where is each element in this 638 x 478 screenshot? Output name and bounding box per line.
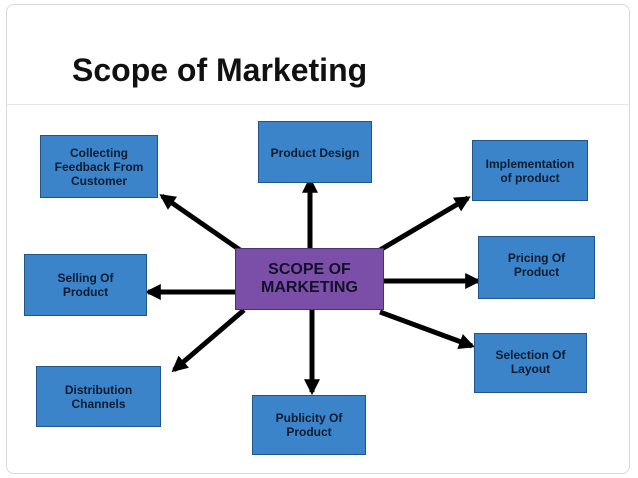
title-divider: [6, 104, 630, 105]
slide-title: Scope of Marketing: [72, 52, 368, 88]
arrow-to-selection: [379, 309, 476, 350]
node-selling: Selling Of Product: [24, 254, 147, 316]
node-distribution: Distribution Channels: [36, 366, 161, 427]
node-publicity: Publicity Of Product: [252, 395, 366, 455]
node-pricing: Pricing Of Product: [478, 236, 595, 299]
node-product-design: Product Design: [258, 121, 372, 183]
arrow-to-collecting-feedback: [159, 193, 242, 253]
slide-frame: [6, 4, 630, 474]
node-center: SCOPE OF MARKETING: [235, 248, 384, 310]
node-implementation: Implementation of product: [472, 140, 588, 201]
node-collecting-feedback: Collecting Feedback From Customer: [40, 135, 158, 198]
arrow-to-distribution: [171, 308, 246, 373]
node-selection: Selection Of Layout: [474, 333, 587, 393]
arrow-to-implementation: [378, 195, 471, 253]
